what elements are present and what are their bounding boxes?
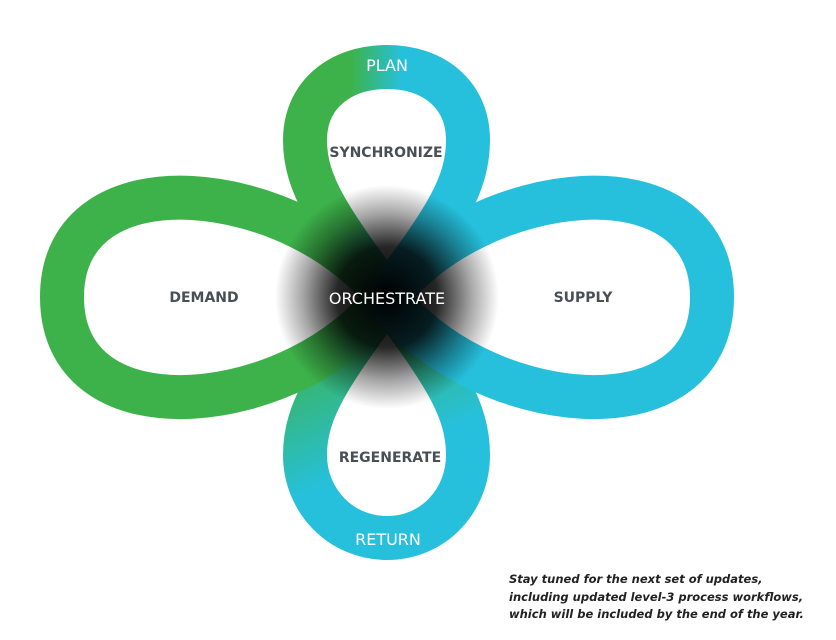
- label-source: SOURCE: [548, 158, 614, 177]
- label-supply: SUPPLY: [554, 290, 614, 306]
- label-order: ORDER: [170, 158, 227, 177]
- center-glow: [275, 185, 499, 409]
- label-synchronize: SYNCHRONIZE: [329, 145, 442, 161]
- note-line: including updated level-3 process workfl…: [509, 589, 804, 604]
- label-regenerate: REGENERATE: [339, 450, 441, 466]
- right-loop: [369, 175, 735, 419]
- label-orchestrate: ORCHESTRATE: [329, 289, 445, 308]
- label-transform: TRANSFORM: [528, 425, 629, 444]
- label-demand: DEMAND: [169, 290, 238, 306]
- label-fulfill: FULFILL: [159, 425, 221, 444]
- top-loop: [282, 44, 491, 311]
- note-line: Stay tuned for the next set of updates,: [509, 572, 763, 586]
- update-note: Stay tuned for the next set of updates, …: [509, 571, 804, 624]
- label-return: RETURN: [355, 530, 421, 549]
- label-plan: PLAN: [366, 56, 408, 75]
- bottom-loop: [282, 283, 491, 561]
- note-line: which will be included by the end of the…: [509, 607, 804, 621]
- left-loop: [39, 175, 405, 419]
